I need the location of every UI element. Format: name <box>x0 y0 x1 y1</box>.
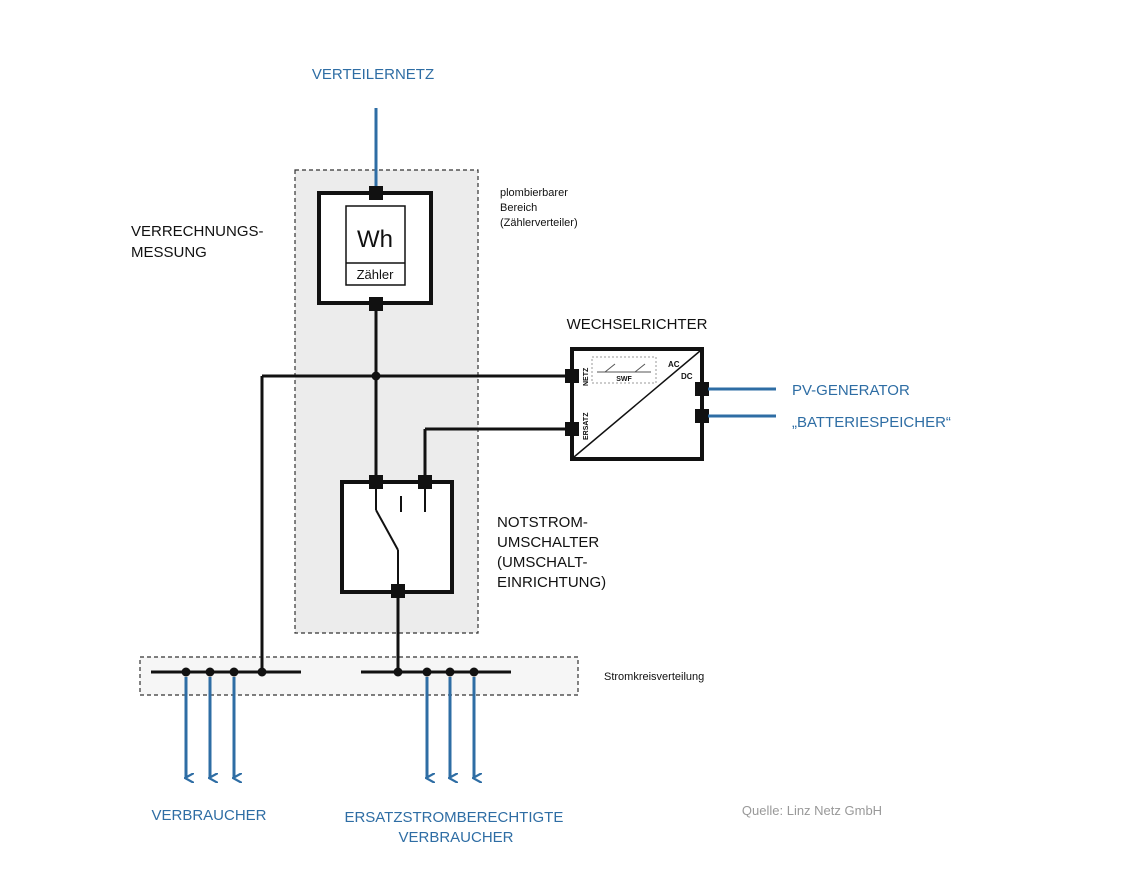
busbar-dot <box>229 667 239 677</box>
inverter-diagonal <box>573 350 701 458</box>
meter-terminal-bottom <box>369 297 383 311</box>
busbar-dot <box>445 667 455 677</box>
inverter-terminal-battery <box>695 409 709 423</box>
meter-terminal-top <box>369 186 383 200</box>
busbar-dot <box>422 667 432 677</box>
metering-label: VERRECHNUNGS- MESSUNG <box>131 223 268 261</box>
switch-terminal-netz <box>369 475 383 489</box>
inverter-terminal-pv <box>695 382 709 396</box>
inverter-terminal-netz <box>565 369 579 383</box>
meter-inner <box>345 205 406 286</box>
inverter-swf-box <box>591 356 657 384</box>
switch-terminal-ersatz <box>418 475 432 489</box>
inverter-dc-label: DC <box>681 372 693 381</box>
busbar-dot <box>205 667 215 677</box>
busbar-dot <box>181 667 191 677</box>
battery-storage-label: „BATTERIESPEICHER“ <box>792 414 951 431</box>
transfer-switch-label: NOTSTROM- UMSCHALTER (UMSCHALT- EINRICHT… <box>497 514 606 591</box>
busbar-dot <box>393 667 403 677</box>
inverter-netz-label: NETZ <box>583 367 590 386</box>
inverter-terminal-ersatz <box>565 422 579 436</box>
inverter-swf-label: SWF <box>616 376 632 383</box>
inverter-ac-label: AC <box>668 360 680 369</box>
distribution-area <box>139 656 579 696</box>
consumers-label: VERBRAUCHER <box>151 807 266 824</box>
inverter-label: WECHSELRICHTER <box>567 316 708 333</box>
meter-name: Zähler <box>357 267 395 282</box>
inverter-ersatz-label: ERSATZ <box>583 412 590 440</box>
swf-switch-line <box>604 363 616 373</box>
swf-switch-line <box>634 363 646 373</box>
grid-label: VERTEILERNETZ <box>312 66 434 83</box>
junction-dot <box>371 371 381 381</box>
busbar-dot <box>257 667 267 677</box>
backup-consumers-label: ERSATZSTROMBERECHTIGTE VERBRAUCHER <box>344 809 567 846</box>
switch-terminal-out <box>391 584 405 598</box>
pv-generator-label: PV-GENERATOR <box>792 382 910 399</box>
sealable-area-label: plombierbarer Bereich (Zählerverteiler) <box>500 187 578 229</box>
distribution-label: Stromkreisverteilung <box>604 671 704 683</box>
source-credit: Quelle: Linz Netz GmbH <box>742 803 882 818</box>
meter-symbol: Wh <box>357 226 393 253</box>
busbar-dot <box>469 667 479 677</box>
switch-lever <box>375 509 399 551</box>
